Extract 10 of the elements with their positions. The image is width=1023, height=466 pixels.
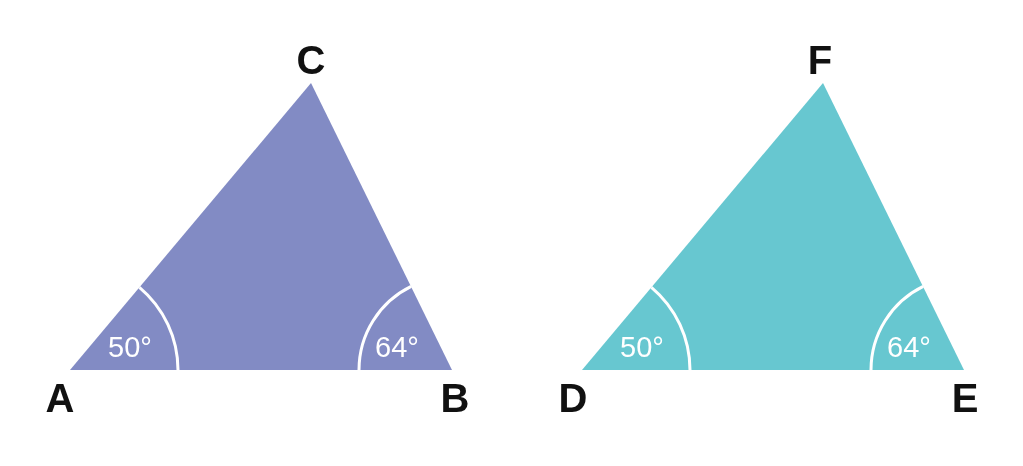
angle-label: 64° [887, 330, 931, 364]
angle-label: 50° [620, 330, 664, 364]
vertex-label: E [951, 376, 979, 420]
vertex-label: C [296, 38, 326, 82]
angle-label: 64° [375, 330, 419, 364]
vertex-label: D [558, 376, 588, 420]
vertex-label: A [45, 376, 75, 420]
vertex-label: B [440, 376, 470, 420]
angle-label: 50° [108, 330, 152, 364]
vertex-label: F [807, 38, 833, 82]
